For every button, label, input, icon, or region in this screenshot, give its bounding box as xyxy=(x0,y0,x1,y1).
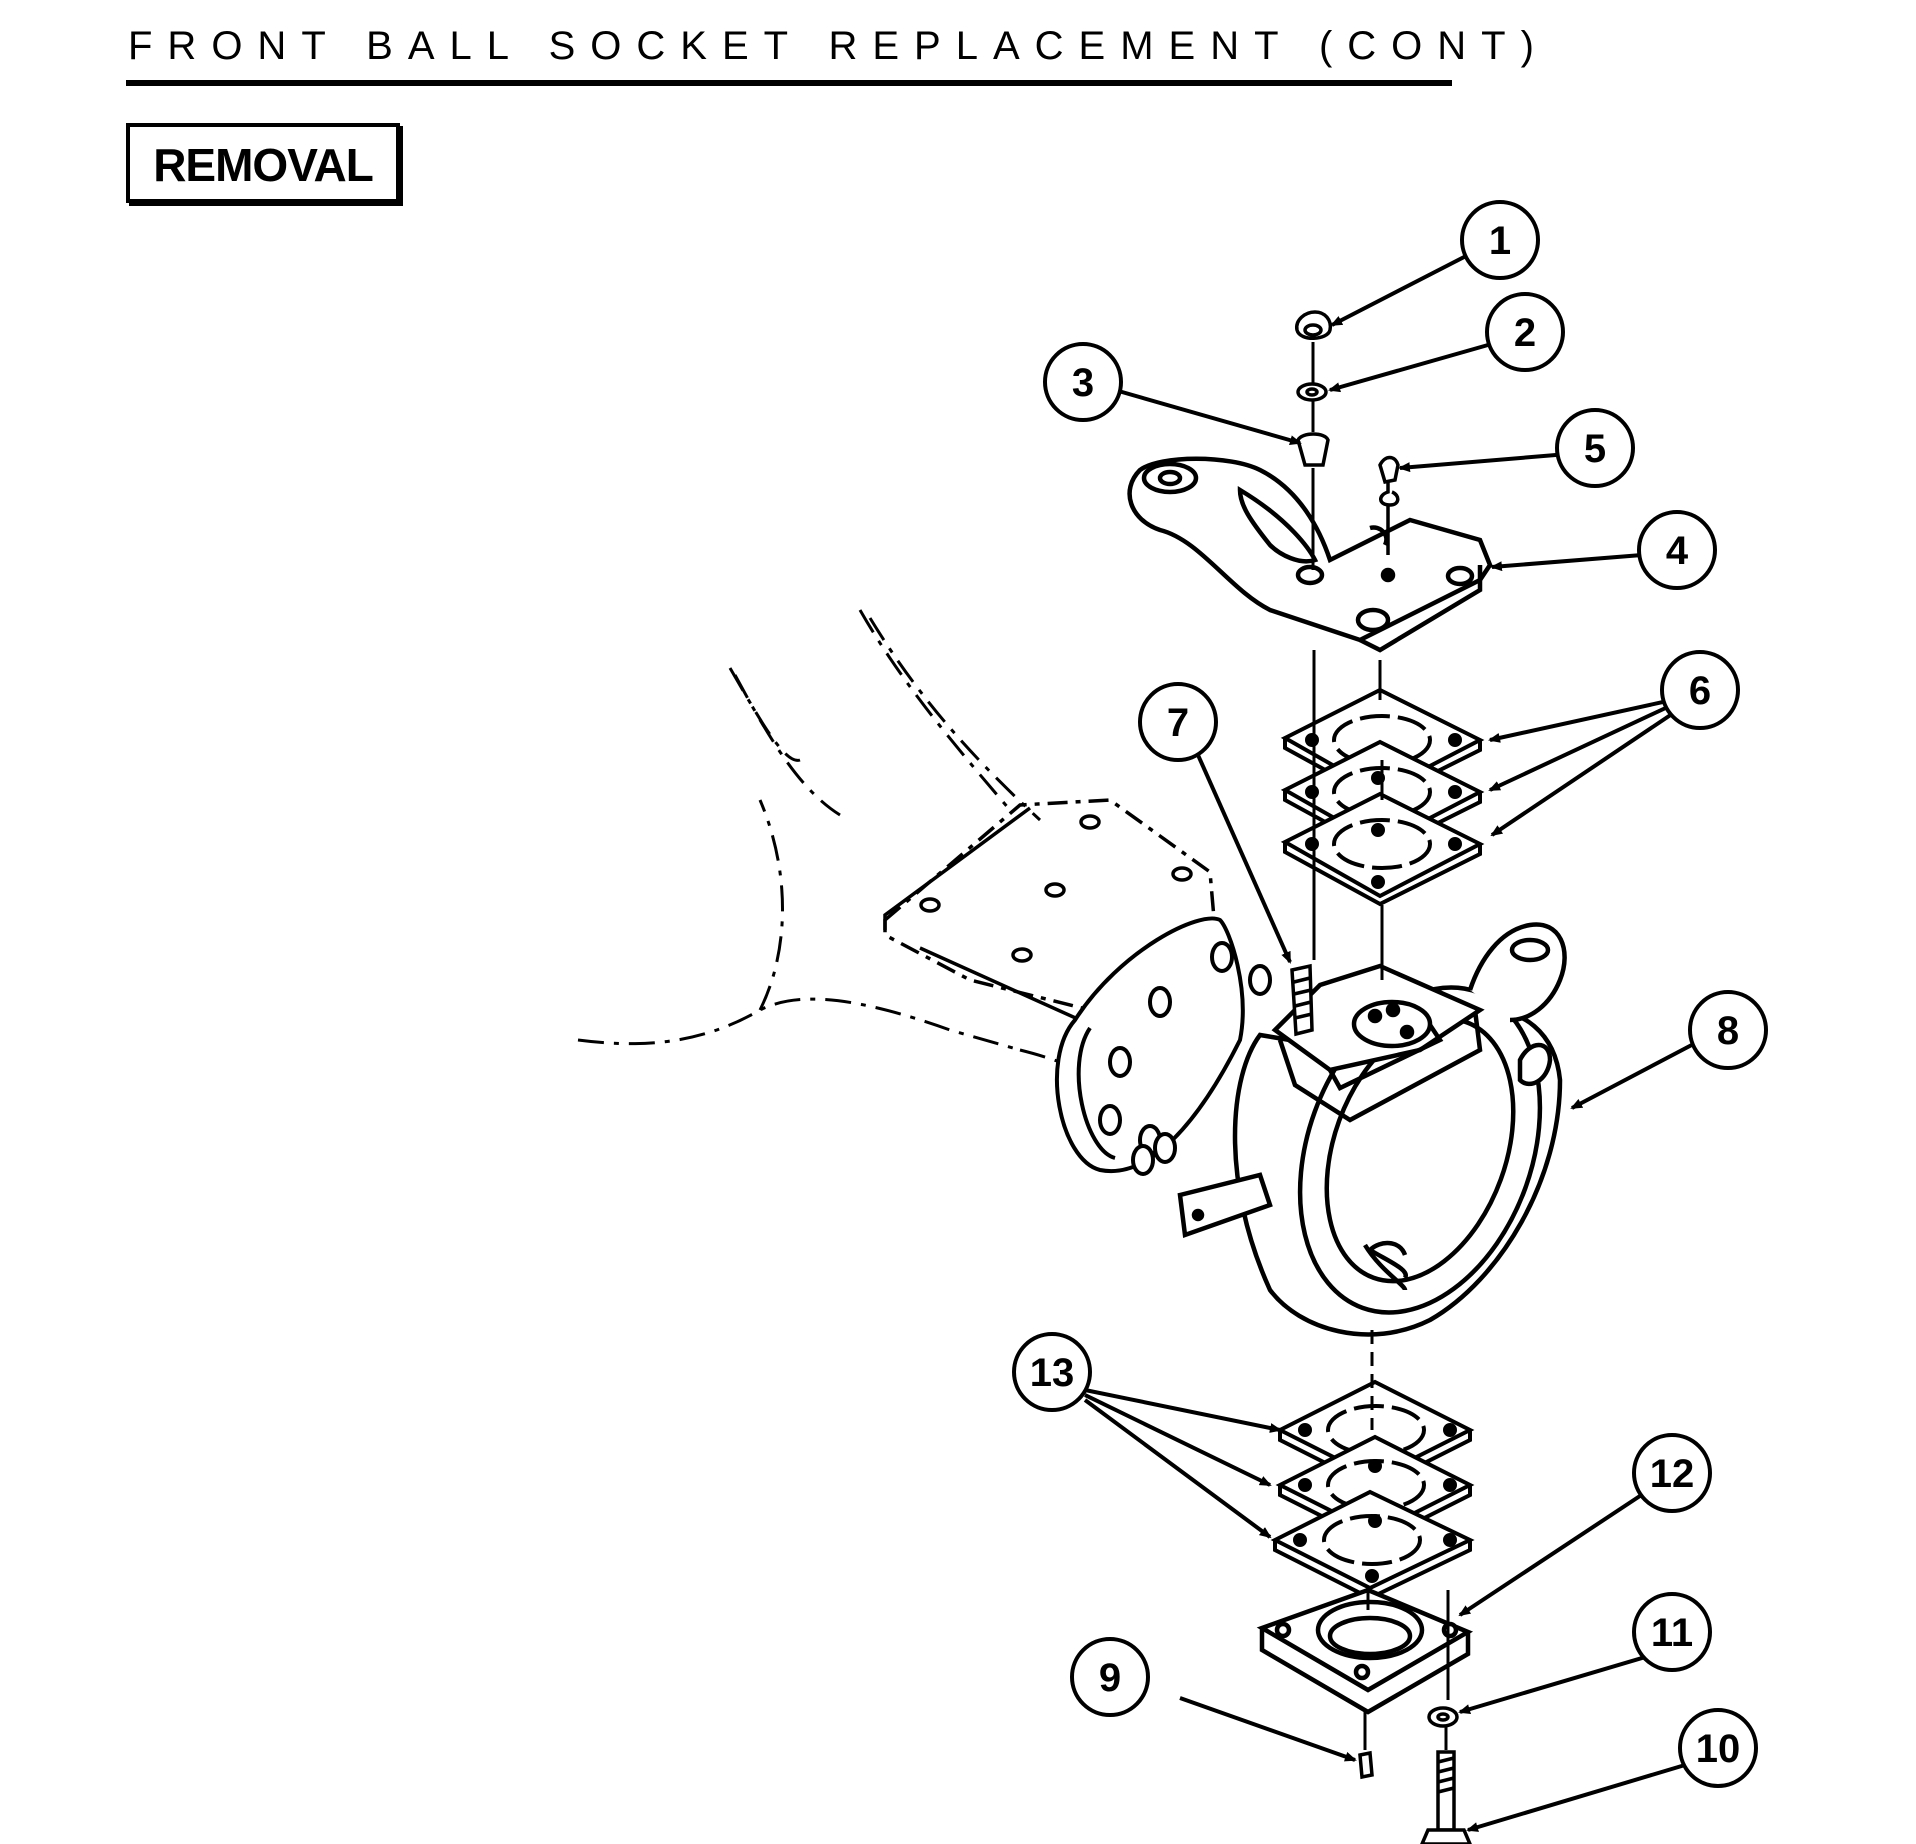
callout-11: 11 xyxy=(1632,1592,1712,1672)
page-title: FRONT BALL SOCKET REPLACEMENT (CONT) xyxy=(128,24,1549,68)
section-heading-box: REMOVAL xyxy=(126,123,400,203)
callout-6: 6 xyxy=(1660,650,1740,730)
callout-13: 13 xyxy=(1012,1332,1092,1412)
steering-arm xyxy=(1127,456,1493,653)
callout-7: 7 xyxy=(1138,682,1218,762)
callout-4-number: 4 xyxy=(1666,529,1689,573)
callout-9: 9 xyxy=(1070,1637,1150,1717)
steering-knuckle xyxy=(1177,922,1567,1337)
lower-ball-socket-cap xyxy=(1256,1587,1474,1715)
callout-8-number: 8 xyxy=(1717,1009,1739,1053)
alignment-lines xyxy=(1311,342,1450,1750)
callout-5-number: 5 xyxy=(1584,427,1606,471)
callout-11-number: 11 xyxy=(1651,1611,1693,1655)
leader-lines xyxy=(1083,253,1706,1832)
callout-12-number: 12 xyxy=(1650,1452,1695,1496)
callout-8: 8 xyxy=(1688,990,1768,1070)
callout-3-number: 3 xyxy=(1072,361,1094,405)
callout-1-number: 1 xyxy=(1489,219,1511,263)
callout-9-number: 9 xyxy=(1099,1656,1121,1700)
title-underline xyxy=(126,80,1452,86)
callout-markers: 1 2 3 4 5 6 7 8 9 10 11 12 13 xyxy=(1012,200,1768,1788)
callout-6-number: 6 xyxy=(1689,669,1711,713)
callout-12: 12 xyxy=(1632,1433,1712,1513)
callout-5: 5 xyxy=(1555,408,1635,488)
axle-housing-outline xyxy=(577,609,1101,1082)
callout-13-number: 13 xyxy=(1030,1351,1075,1395)
callout-4: 4 xyxy=(1637,510,1717,590)
callout-1: 1 xyxy=(1460,200,1540,280)
lower-shims xyxy=(1270,1379,1475,1601)
callout-7-number: 7 xyxy=(1167,701,1189,745)
callout-2-number: 2 xyxy=(1514,311,1536,355)
callout-2: 2 xyxy=(1485,292,1565,372)
hardware xyxy=(1290,310,1472,1844)
callout-3: 3 xyxy=(1043,342,1123,422)
callout-10-number: 10 xyxy=(1696,1727,1741,1771)
knuckle-flange xyxy=(1055,916,1272,1176)
section-heading: REMOVAL xyxy=(153,139,374,191)
callout-10: 10 xyxy=(1678,1708,1758,1788)
